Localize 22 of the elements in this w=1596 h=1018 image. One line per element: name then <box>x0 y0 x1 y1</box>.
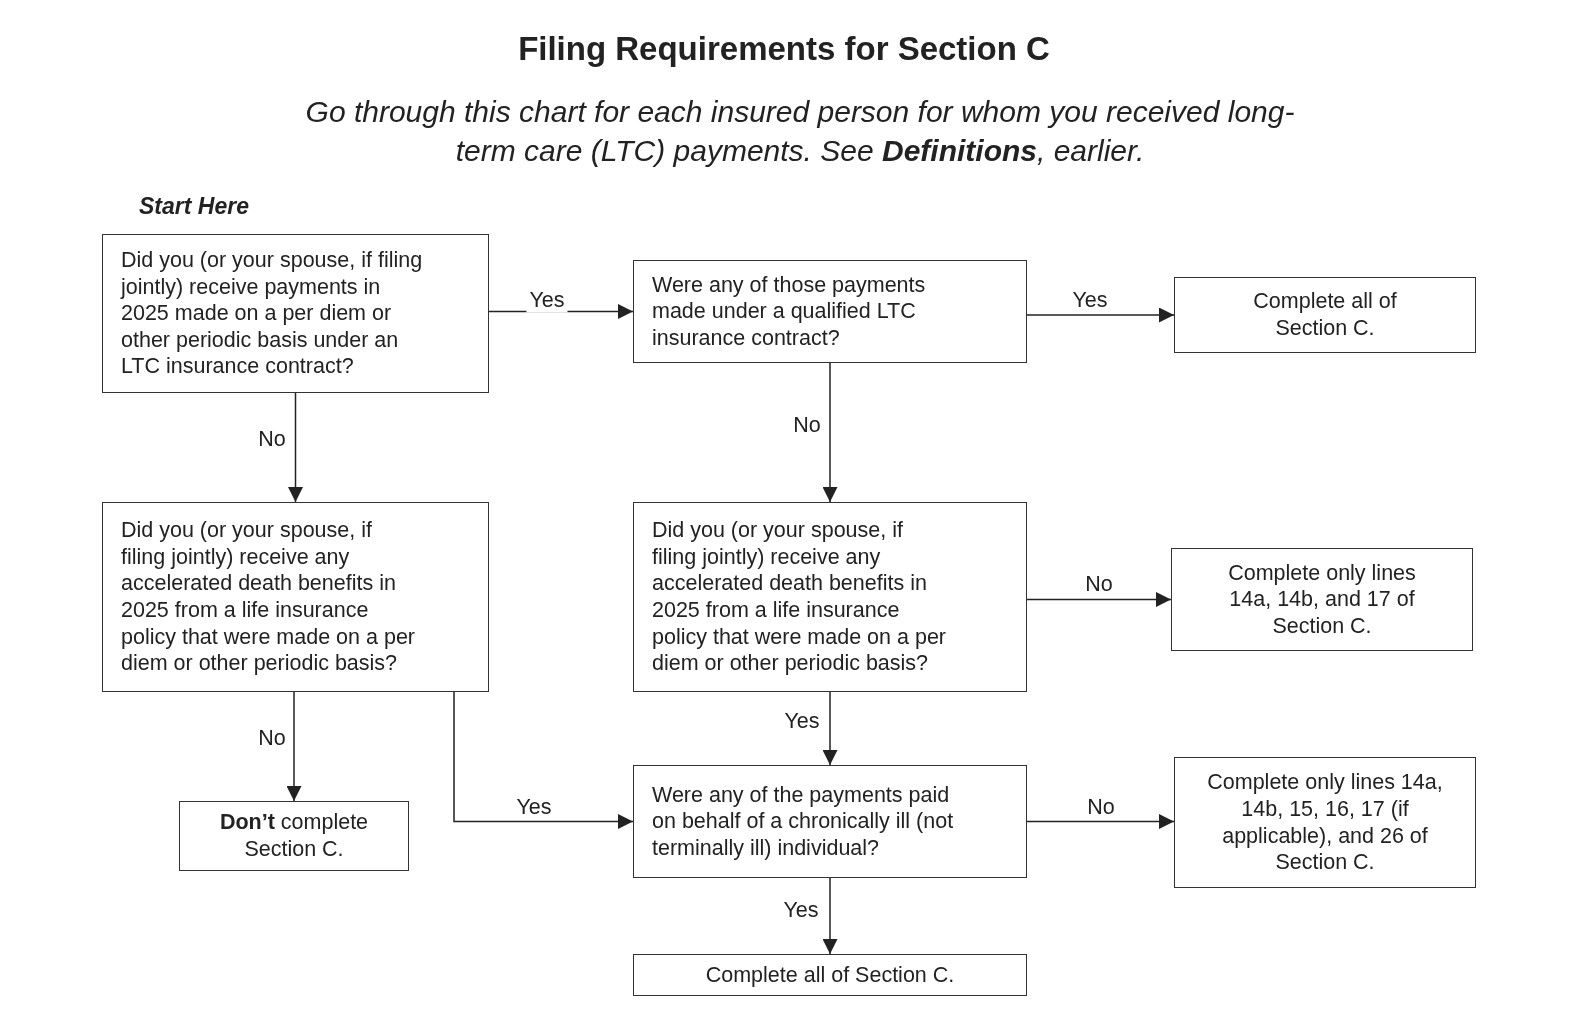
outcome-box: Complete only lines 14a, 14b, and 17 of Section C. <box>1171 548 1473 651</box>
title: Filing Requirements for Section C <box>517 30 1051 68</box>
outcome-box: Don’t complete Section C. <box>179 801 409 871</box>
arrow <box>822 691 838 766</box>
arrow <box>1026 592 1172 607</box>
subtitle: Go through this chart for each insured person for whom you received long-term care (LTC) payments. See Definitions, earlier. <box>304 94 1296 169</box>
question-box: Were any of the payments paid on behalf of a chronically ill (not terminally ill) individual? <box>633 765 1027 878</box>
arrow <box>822 877 838 955</box>
question-box: Did you (or your spouse, if filing jointly) receive payments in 2025 made on a per diem or other periodic basis under an LTC insurance contract? <box>102 234 489 393</box>
arrow <box>1026 307 1175 323</box>
question-box: Did you (or your spouse, if filing jointly) receive any accelerated death benefits in 2025 from a life insurance policy that were made on a per diem or other periodic basis? <box>633 502 1027 692</box>
question-box: Did you (or your spouse, if filing jointly) receive any accelerated death benefits in 2025 from a life insurance policy that were made on a per diem or other periodic basis? <box>102 502 489 692</box>
arrow <box>1026 814 1175 829</box>
start-label: Start Here <box>139 193 249 220</box>
outcome-box: Complete all of Section C. <box>633 954 1027 996</box>
arrow <box>822 362 838 503</box>
question-box: Were any of those payments made under a qualified LTC insurance contract? <box>633 260 1027 363</box>
arrow <box>288 392 303 503</box>
arrow <box>286 691 302 802</box>
outcome-box: Complete only lines 14a, 14b, 15, 16, 17 (if applicable), and 26 of Section C. <box>1174 757 1476 888</box>
outcome-box: Complete all of Section C. <box>1174 277 1476 353</box>
arrow <box>453 691 634 829</box>
